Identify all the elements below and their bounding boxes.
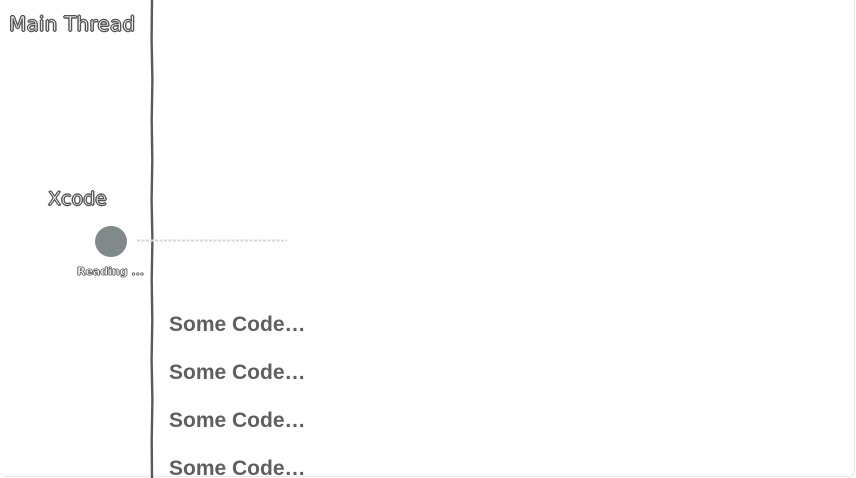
thread-title: Main Thread	[9, 12, 136, 37]
code-item: Some Code…	[169, 409, 306, 432]
code-item: Some Code…	[169, 313, 306, 336]
code-item: Some Code…	[169, 361, 306, 384]
code-item: Some Code…	[169, 457, 306, 478]
actor-status: Reading ...	[77, 265, 145, 279]
progress-track	[137, 239, 287, 242]
actor-name: Xcode	[48, 188, 108, 211]
actor-avatar	[95, 226, 127, 257]
